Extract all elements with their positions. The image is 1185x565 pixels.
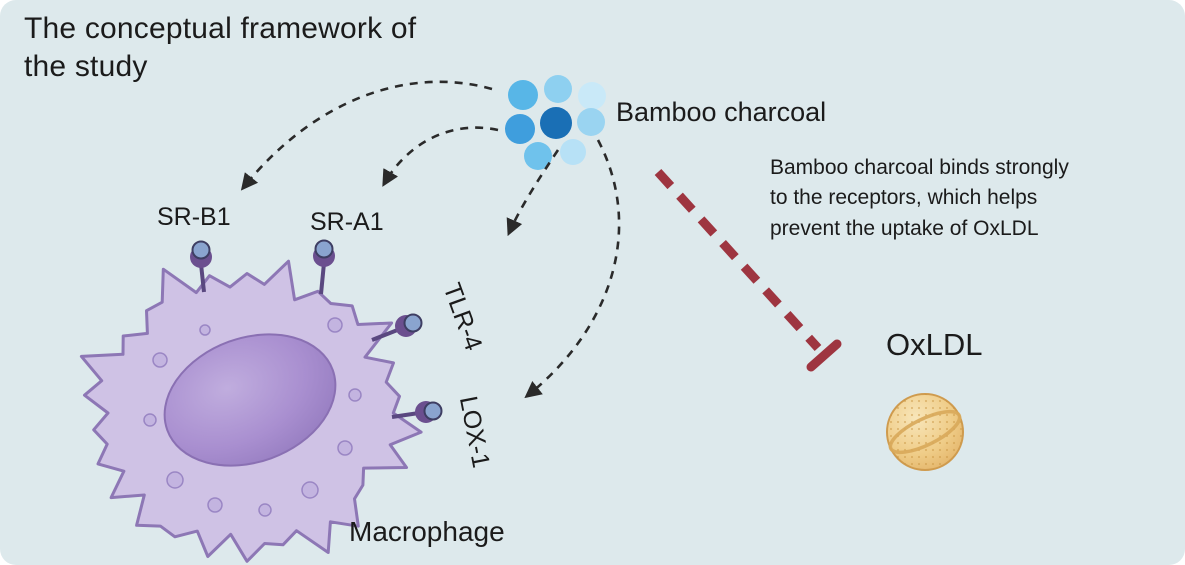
description-text: Bamboo charcoal binds strongly to the re… (770, 153, 1170, 244)
charcoal-particle (560, 139, 586, 165)
receptor-stem (391, 411, 420, 419)
macrophage-vesicles (143, 317, 362, 517)
description-line-1: Bamboo charcoal binds strongly (770, 156, 1069, 179)
charcoal-particle (544, 75, 572, 103)
oxldl-label: OxLDL (886, 327, 983, 362)
arrow-to-tlr-4 (506, 149, 560, 237)
arrow-to-lox-1 (524, 139, 621, 399)
receptor-lox-1 (391, 401, 443, 423)
receptor-tlr-4 (371, 313, 423, 342)
description-line-3: prevent the uptake of OxLDL (770, 216, 1039, 240)
page-title-line-2: the study (24, 50, 148, 84)
macrophage-label: Macrophage (349, 516, 505, 547)
bamboo-charcoal-cluster (505, 75, 606, 170)
charcoal-particle (505, 114, 535, 144)
description-line-2: to the receptors, which helps (770, 186, 1038, 210)
charcoal-particle (578, 82, 606, 110)
receptor-ball (314, 239, 334, 259)
arrow-to-sr-a1 (382, 126, 499, 187)
receptor-stem (199, 263, 206, 293)
charcoal-particle (508, 80, 538, 110)
macrophage-cell (79, 259, 423, 563)
page-title: The conceptual framework of the study (24, 10, 416, 87)
charcoal-arrows (240, 80, 621, 399)
receptor-sr-b1 (190, 240, 212, 293)
sr-a1-label: SR-A1 (310, 208, 384, 236)
receptor-stem (319, 262, 326, 295)
macrophage-nucleus (163, 333, 337, 467)
receptor-ball (191, 240, 211, 260)
charcoal-particle (524, 142, 552, 170)
arrow-to-sr-b1 (240, 80, 493, 191)
page-title-line-1: The conceptual framework of (24, 12, 417, 45)
inhibition-connector (654, 168, 842, 372)
inhibition-bar (806, 339, 842, 372)
bamboo-charcoal-label: Bamboo charcoal (616, 97, 827, 127)
charcoal-particle (540, 107, 572, 139)
sr-b1-label: SR-B1 (157, 203, 231, 231)
receptor-stem (371, 327, 401, 342)
receptor-ball (403, 313, 423, 333)
receptor-sr-a1 (313, 239, 335, 295)
inhibition-line (654, 168, 822, 352)
receptor-ball (423, 401, 443, 421)
charcoal-particle (577, 108, 605, 136)
oxldl-particle (886, 393, 964, 471)
